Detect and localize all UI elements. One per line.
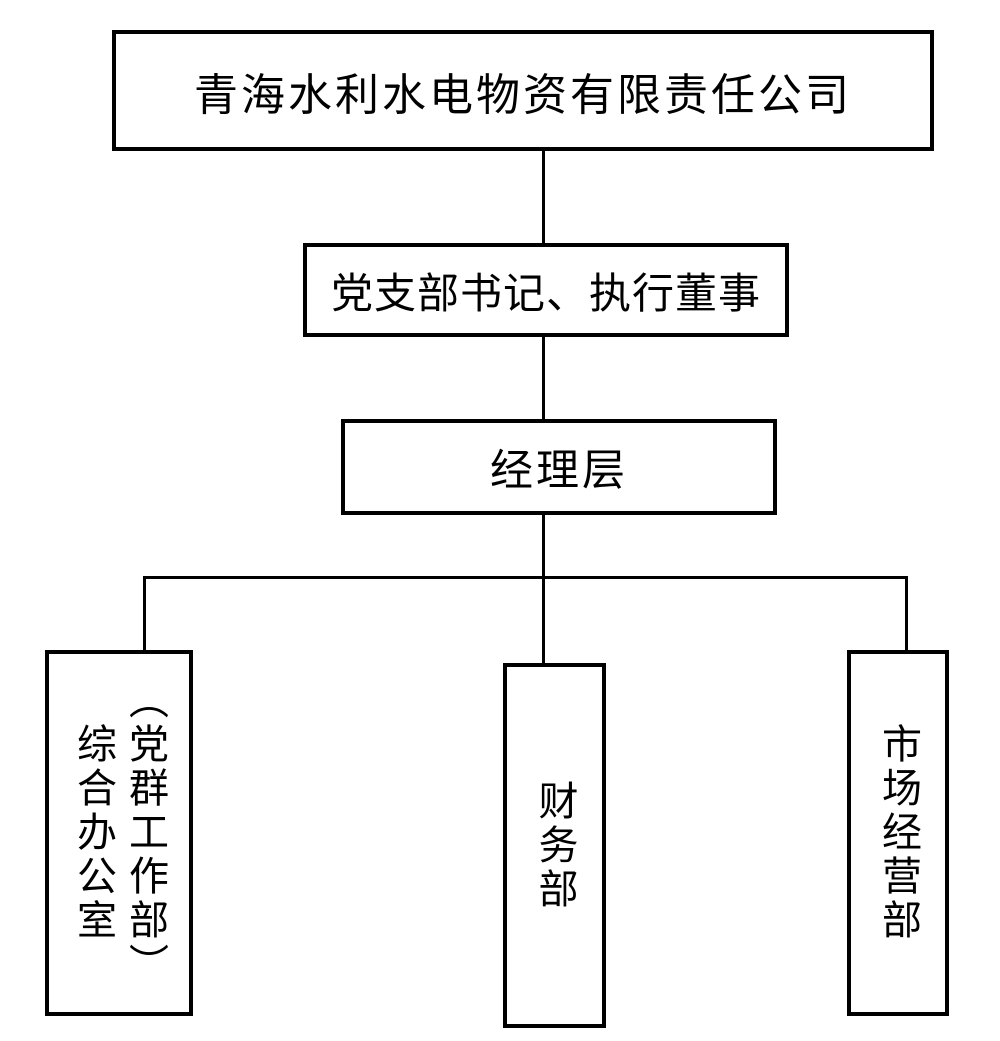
connector-management-branch: [542, 515, 545, 576]
connector-secretary-management: [542, 337, 545, 419]
org-node-general-office-label-line2: （党群工作部）: [122, 679, 168, 987]
org-node-general-office: 综合办公室 （党群工作部）: [45, 650, 193, 1016]
org-node-company: 青海水利水电物资有限责任公司: [112, 30, 934, 151]
org-node-company-label: 青海水利水电物资有限责任公司: [194, 69, 852, 121]
connector-branch-market: [905, 579, 908, 650]
org-node-finance-dept: 财务部: [503, 663, 606, 1028]
connector-branch-finance: [542, 579, 545, 663]
connector-company-secretary: [542, 151, 545, 243]
org-node-finance-dept-label-text: 财务部: [531, 779, 578, 912]
connector-branch-office: [143, 579, 146, 650]
org-node-market-dept: 市场经营部: [847, 650, 949, 1016]
org-node-party-secretary-executive-director: 党支部书记、执行董事: [303, 243, 789, 337]
org-node-market-dept-label: 市场经营部: [851, 654, 945, 1012]
org-node-management-label: 经理层: [490, 446, 628, 496]
org-node-management: 经理层: [341, 419, 777, 515]
connector-branch-horizontal: [143, 576, 908, 579]
org-node-general-office-label-line1: 综合办公室: [70, 723, 116, 943]
org-node-secretary-label: 党支部书记、执行董事: [330, 268, 761, 318]
org-node-general-office-label: 综合办公室 （党群工作部）: [49, 654, 189, 1012]
org-node-market-dept-label-text: 市场经营部: [875, 723, 921, 943]
org-node-finance-dept-label: 财务部: [507, 667, 602, 1024]
